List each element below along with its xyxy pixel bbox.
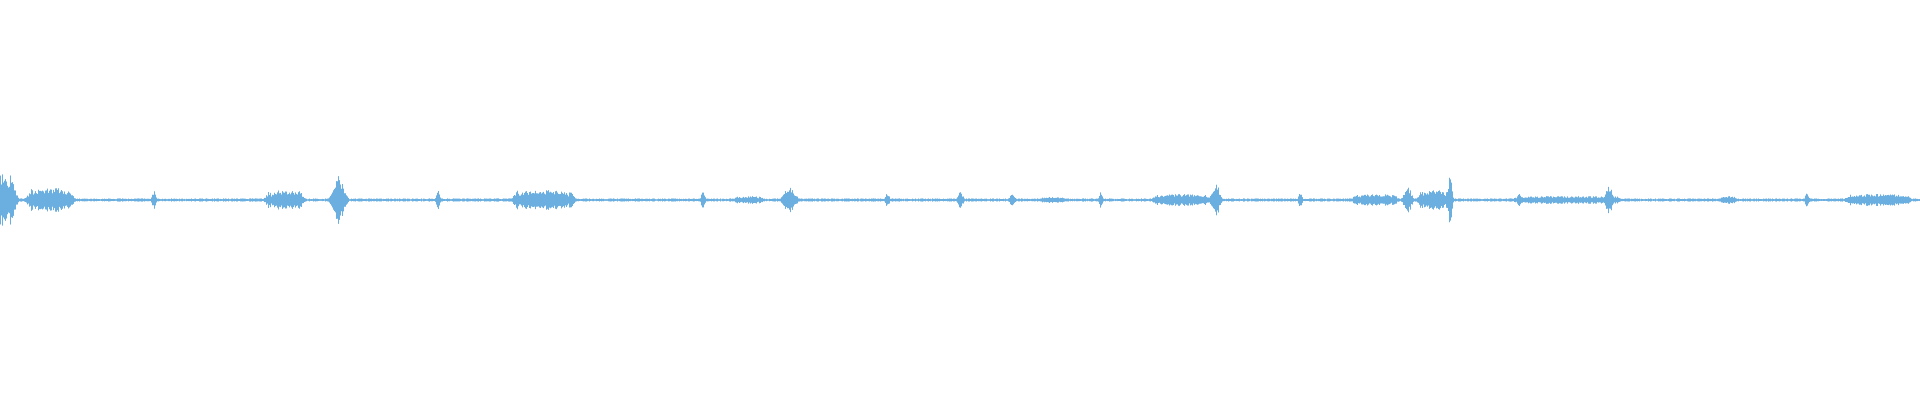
waveform-samples	[0, 174, 1920, 226]
waveform-trace	[0, 174, 1920, 226]
